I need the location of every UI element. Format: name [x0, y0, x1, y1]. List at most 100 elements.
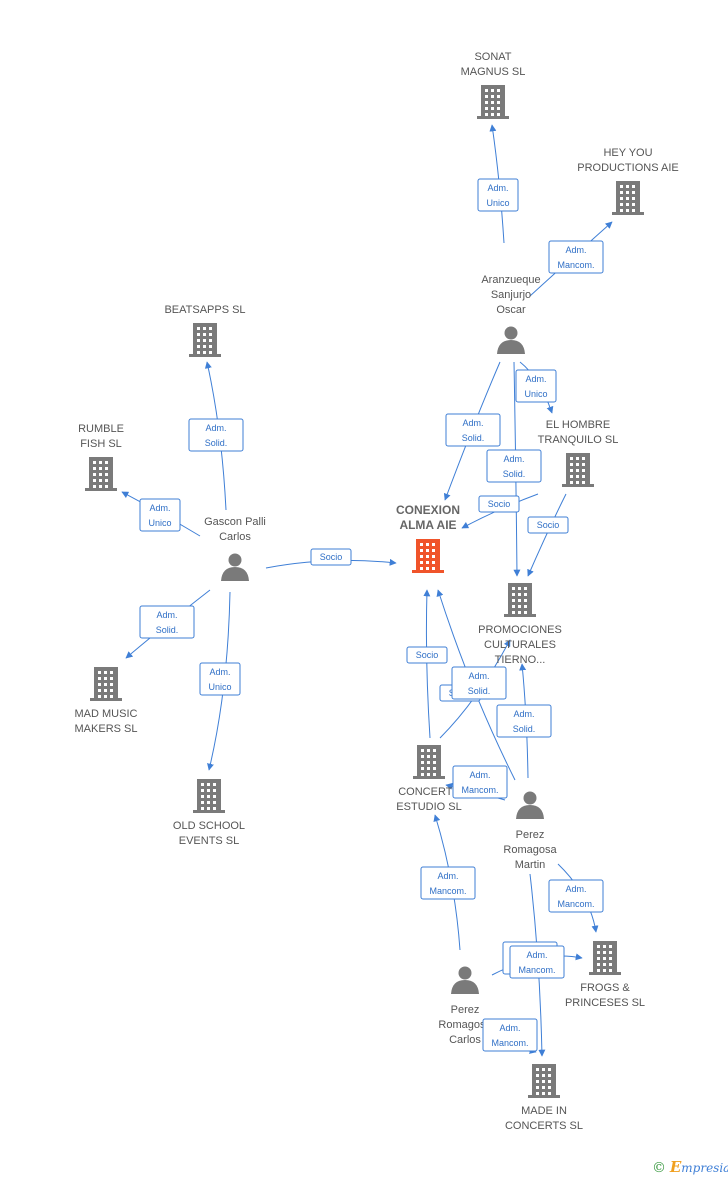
role-tag-box: [509, 945, 565, 979]
aranzueque-label-line: Oscar: [496, 304, 526, 316]
role-tag-text: Adm.: [526, 950, 547, 960]
role-tag-perezmartin-conexion[interactable]: Adm. Solid.: [451, 666, 507, 700]
promociones-label-line: TIERNO...: [495, 654, 546, 666]
role-tag-perezmartin-frogs[interactable]: Adm. Mancom.: [548, 879, 604, 913]
oldschool-label-line: EVENTS SL: [179, 835, 240, 847]
role-tag-aranzueque-heyyou[interactable]: Adm.Mancom.: [548, 240, 604, 274]
role-tag-box: [515, 369, 557, 403]
role-tag-text: Solid.: [462, 433, 485, 443]
building-icon: [90, 667, 122, 701]
gascon-label-line: Carlos: [219, 531, 251, 543]
role-tag-text: Mancom.: [429, 886, 466, 896]
gascon-label-line: Gascon Palli: [204, 516, 266, 528]
building-icon: [477, 85, 509, 119]
role-tag-text: Mancom.: [461, 785, 498, 795]
perezmartin-label-line: Romagosa: [503, 844, 557, 856]
role-tag-aranzueque-sonat[interactable]: Adm.Unico: [477, 178, 519, 212]
oldschool-label-line: OLD SCHOOL: [173, 820, 245, 832]
role-tag-perezmartin-promociones[interactable]: Adm.Solid.: [496, 704, 552, 738]
madein-label-line: CONCERTS SL: [505, 1120, 583, 1132]
role-tags-layer: Adm.UnicoAdm.Mancom.Adm.UnicoAdm.Solid.A…: [139, 178, 604, 1052]
role-tag-box: [548, 240, 604, 274]
frogs-label-line: FROGS &: [580, 982, 630, 994]
company-node-madein[interactable]: MADE IN CONCERTS SL: [505, 1064, 583, 1132]
role-tag-text: Unico: [148, 518, 171, 528]
conexion-label-line: CONEXION: [396, 503, 460, 517]
role-tag-text: Adm.: [156, 610, 177, 620]
role-tag-box: [486, 449, 542, 483]
role-tag-gascon-beatsapps[interactable]: Adm.Solid.: [188, 418, 244, 452]
company-node-promociones[interactable]: PROMOCIONES CULTURALES TIERNO...: [478, 583, 562, 666]
role-tag-box: [477, 178, 519, 212]
role-tag-text: Mancom.: [557, 899, 594, 909]
role-tag-box: [478, 495, 520, 513]
role-tag-concerts-conexion[interactable]: Socio: [406, 646, 448, 664]
company-node-rumble[interactable]: RUMBLE FISH SL: [78, 423, 124, 491]
rumble-label-line: RUMBLE: [78, 423, 124, 435]
role-tag-text: Solid.: [468, 686, 491, 696]
role-tag-aranzueque-promociones[interactable]: Adm.Solid.: [486, 449, 542, 483]
role-tag-text: Solid.: [513, 724, 536, 734]
role-tag-text: Adm.: [565, 884, 586, 894]
role-tag-text: Socio: [320, 552, 343, 562]
role-tag-gascon-oldschool[interactable]: Adm.Unico: [199, 662, 241, 696]
role-tag-perezcarlos-madein[interactable]: Adm.Mancom.: [482, 1018, 538, 1052]
promociones-label-line: PROMOCIONES: [478, 624, 562, 636]
role-tag-perezmartin-concerts[interactable]: Adm.Mancom.: [452, 765, 508, 799]
role-tag-box: [482, 1018, 538, 1052]
role-tag-text: Solid.: [205, 438, 228, 448]
role-tag-aranzueque-conexion[interactable]: Adm.Solid.: [445, 413, 501, 447]
company-node-frogs[interactable]: FROGS &PRINCESES SL: [565, 941, 645, 1009]
brand-logo-initial: E: [669, 1158, 682, 1176]
building-icon: [413, 745, 445, 779]
perezmartin-label-line: Martin: [515, 859, 546, 871]
role-tag-text: Adm.: [209, 667, 230, 677]
rumble-label-line: FISH SL: [80, 438, 122, 450]
role-tag-aranzueque-elhombre[interactable]: Adm. Unico: [515, 369, 557, 403]
perezcarlos-label-line: Romagosa: [438, 1019, 492, 1031]
role-tag-box: [496, 704, 552, 738]
role-tag-perezcarlos-frogs[interactable]: Adm.Mancom.: [509, 945, 565, 979]
building-icon: [85, 457, 117, 491]
role-tag-elhombre-promociones[interactable]: Socio: [527, 516, 569, 534]
role-tag-text: Solid.: [503, 469, 526, 479]
role-tag-box: [188, 418, 244, 452]
conexion-label-line: ALMA AIE: [399, 518, 456, 532]
role-tag-box: [452, 765, 508, 799]
edge-elhombre-to-promociones: [527, 493, 567, 577]
promociones-label-line: CULTURALES: [484, 639, 556, 651]
role-tag-text: Unico: [524, 389, 547, 399]
role-tag-text: Adm.: [525, 374, 546, 384]
company-node-oldschool[interactable]: OLD SCHOOL EVENTS SL: [173, 779, 245, 847]
brand-footer[interactable]: © Empresia: [652, 1158, 728, 1178]
role-tag-box: [451, 666, 507, 700]
role-tag-box: [139, 605, 195, 639]
madein-label-line: MADE IN: [521, 1105, 567, 1117]
building-icon: [504, 583, 536, 617]
role-tag-elhombre-conexion[interactable]: Socio: [478, 495, 520, 513]
role-tag-gascon-madmusic[interactable]: Adm.Solid.: [139, 605, 195, 639]
perezmartin-label-line: Perez: [516, 829, 545, 841]
building-icon: [589, 941, 621, 975]
role-tag-text: Adm.: [468, 671, 489, 681]
elhombre-label-line: TRANQUILO SL: [538, 434, 619, 446]
copyright-symbol: ©: [652, 1160, 666, 1176]
heyyou-label-line: PRODUCTIONS AIE: [577, 162, 678, 174]
concerts-label-line: CONCERTS: [398, 786, 460, 798]
role-tag-gascon-conexion[interactable]: Socio: [310, 548, 352, 566]
company-node-beatsapps[interactable]: BEATSAPPS SL: [164, 304, 246, 357]
role-tag-perezcarlos-concerts[interactable]: Adm.Mancom.: [420, 866, 476, 900]
role-tag-gascon-rumble[interactable]: Adm.Unico: [139, 498, 181, 532]
